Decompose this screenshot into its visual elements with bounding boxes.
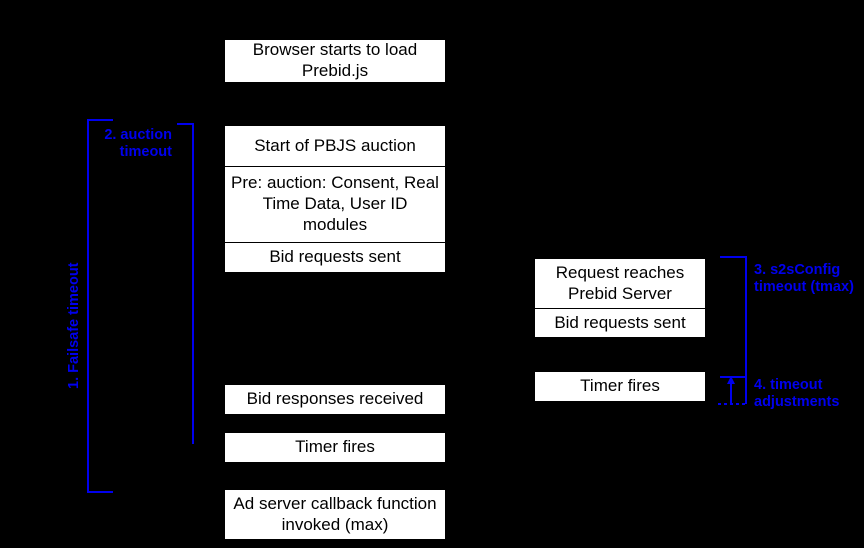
flow-box-bid-responses-received: Bid responses received	[225, 385, 445, 414]
flow-box-pre-auction-modules: Pre: auction: Consent, Real Time Data, U…	[225, 166, 445, 242]
flow-box-label: Bid responses received	[246, 389, 424, 409]
annotation-timeout-adjustments: 4. timeout adjustments	[754, 377, 840, 410]
bracket-auction-timeout	[176, 122, 196, 446]
flow-box-auction-start: Start of PBJS auction	[225, 126, 445, 166]
flow-box-label: Timer fires	[295, 437, 375, 457]
flow-box-label: Bid requests sent	[554, 312, 686, 332]
flow-box-label: Bid requests sent	[269, 247, 401, 267]
bracket-failsafe-timeout	[86, 118, 116, 494]
flow-box-label: Pre: auction: Consent, Real Time Data, U…	[231, 173, 439, 234]
flow-box-label: Request reaches Prebid Server	[555, 262, 685, 303]
flow-box-browser-load: Browser starts to load Prebid.js	[225, 40, 445, 82]
flow-box-label: Timer fires	[580, 376, 660, 396]
flow-box-label: Ad server callback function invoked (max…	[233, 493, 437, 534]
annotation-auction-timeout: 2. auction timeout	[104, 127, 172, 160]
flow-box-request-reaches-server: Request reaches Prebid Server	[535, 259, 705, 308]
flow-box-bid-requests-sent: Bid requests sent	[225, 242, 445, 272]
flow-box-timer-fires: Timer fires	[225, 433, 445, 462]
arrow-timeout-adjustments	[712, 374, 754, 406]
flow-box-server-timer-fires: Timer fires	[535, 372, 705, 401]
flow-box-label: Browser starts to load Prebid.js	[252, 40, 418, 80]
bracket-s2sconfig-timeout	[718, 255, 750, 379]
flow-box-label: Start of PBJS auction	[254, 135, 416, 155]
flow-box-server-bid-requests-sent: Bid requests sent	[535, 308, 705, 337]
flow-box-ad-server-callback: Ad server callback function invoked (max…	[225, 490, 445, 539]
annotation-failsafe-timeout: 1. Failsafe timeout	[66, 262, 82, 389]
annotation-s2sconfig-timeout: 3. s2sConfig timeout (tmax)	[754, 262, 854, 295]
